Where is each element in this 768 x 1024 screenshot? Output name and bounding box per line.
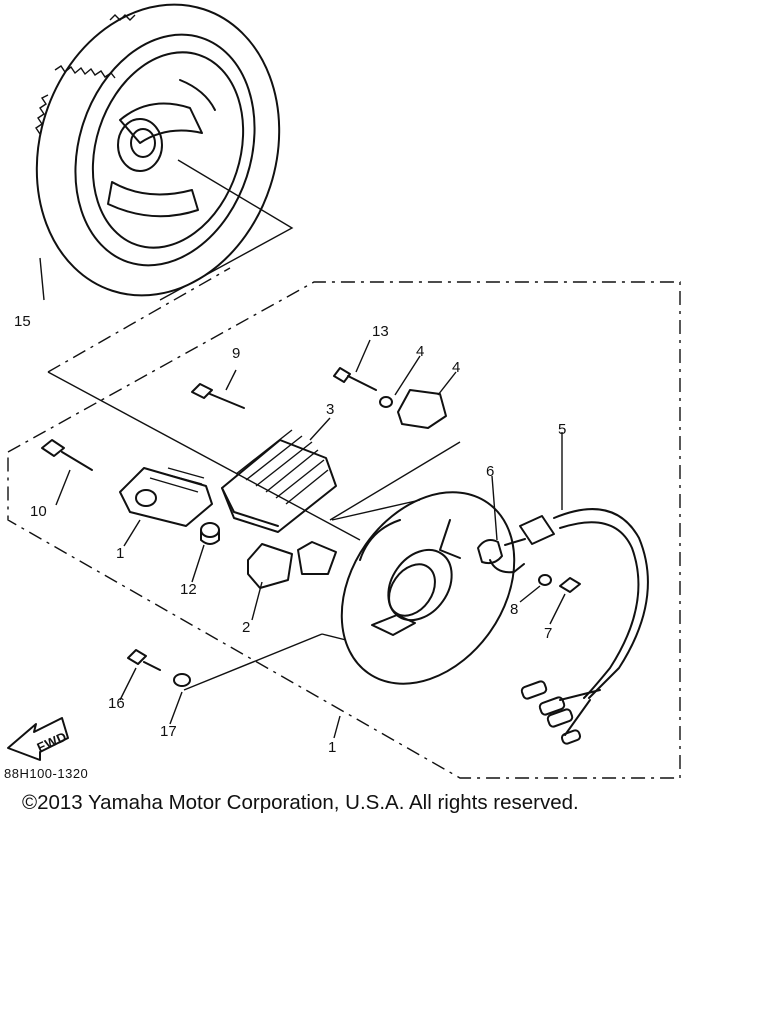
wire-harness xyxy=(504,508,649,745)
callout-12: 12 xyxy=(180,581,197,598)
flywheel-rotor xyxy=(35,3,281,297)
spacer-part xyxy=(200,522,220,545)
callout-1b: 1 xyxy=(328,739,336,756)
coil-bracket xyxy=(247,541,337,589)
callout-1a: 1 xyxy=(116,545,124,562)
fwd-label: FWD xyxy=(35,729,70,755)
callout-8: 8 xyxy=(510,601,518,618)
pickup-sensor xyxy=(477,539,525,574)
assembly-boundary xyxy=(7,267,681,779)
callout-17: 17 xyxy=(160,723,177,740)
stator-base-plate xyxy=(340,491,516,685)
callout-3: 3 xyxy=(326,401,334,418)
screw-parts xyxy=(41,367,581,687)
callout-7: 7 xyxy=(544,625,552,642)
exploded-parts-diagram: 15 13 4 4 9 3 5 6 10 1 12 2 8 7 16 17 1 … xyxy=(4,3,681,781)
leader-lines xyxy=(39,159,566,739)
callout-15: 15 xyxy=(14,313,31,330)
callout-4b: 4 xyxy=(452,359,460,376)
charge-coil xyxy=(221,429,337,533)
fwd-arrow: FWD xyxy=(7,717,70,761)
copyright-notice: ©2013 Yamaha Motor Corporation, U.S.A. A… xyxy=(22,791,579,814)
callout-4a: 4 xyxy=(416,343,424,360)
diagram-code: 88H100-1320 xyxy=(4,766,88,781)
callout-16: 16 xyxy=(108,695,125,712)
lighting-coil xyxy=(119,467,213,527)
callout-10: 10 xyxy=(30,503,47,520)
callout-2: 2 xyxy=(242,619,250,636)
callout-9: 9 xyxy=(232,345,240,362)
callout-13: 13 xyxy=(372,323,389,340)
callout-labels: 15 13 4 4 9 3 5 6 10 1 12 2 8 7 16 17 1 xyxy=(14,313,566,756)
callout-6: 6 xyxy=(486,463,494,480)
pulser-coil xyxy=(379,389,447,429)
callout-5: 5 xyxy=(558,421,566,438)
